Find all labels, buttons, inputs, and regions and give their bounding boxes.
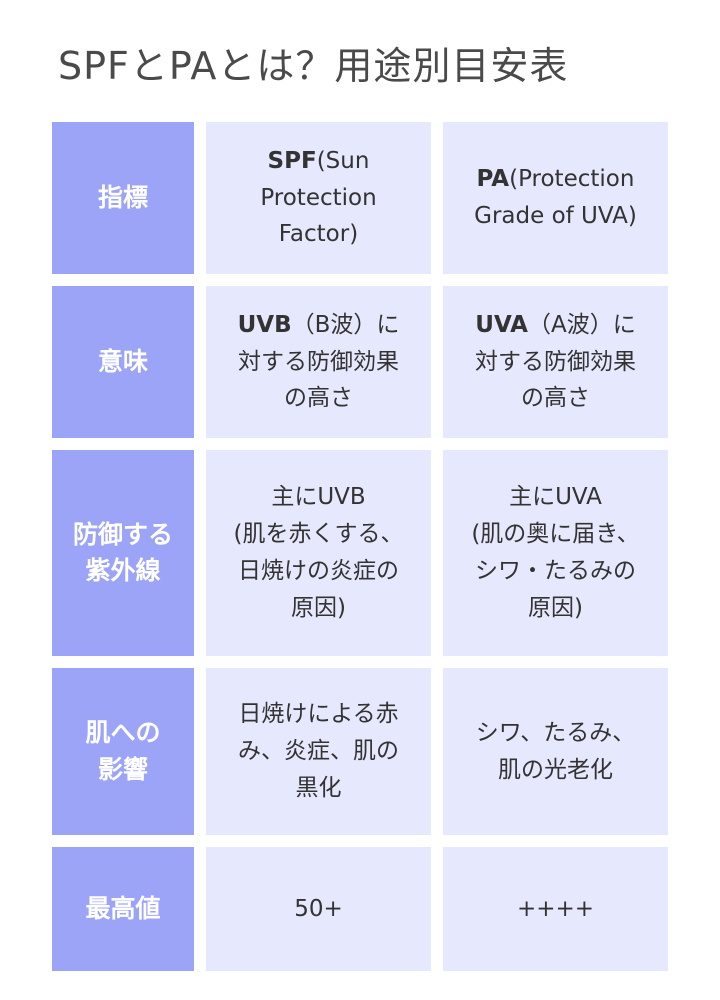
cell-text: 原因) [291, 594, 346, 621]
row-header-meaning: 意味 [52, 286, 194, 438]
row-header-uv-type: 防御する 紫外線 [52, 450, 194, 656]
cell-text: み、炎症、肌の [238, 738, 399, 765]
row-header-index: 指標 [52, 122, 194, 274]
uva-term: UVA [475, 311, 528, 338]
cell-text: Factor) [278, 221, 359, 248]
cell-text: (Sun [316, 147, 370, 174]
cell-text: (Protection [509, 166, 635, 193]
cell-text: の高さ [283, 385, 353, 412]
pa-max-value-cell: ++++ [443, 847, 668, 971]
row-header-skin-effect: 肌への 影響 [52, 668, 194, 835]
spf-skin-effect-cell: 日焼けによる赤 み、炎症、肌の 黒化 [206, 668, 431, 835]
pa-uv-type-cell: 主にUVA (肌の奥に届き、 シワ・たるみの 原因) [443, 450, 668, 656]
cell-text: シワ・たるみの [475, 558, 636, 584]
cell-text: の高さ [521, 385, 590, 412]
cell-text: 対する防御効果 [475, 348, 636, 375]
comparison-table: 指標 SPF(Sun Protection Factor) PA(Protect… [52, 122, 668, 971]
spf-max-value-cell: 50+ [206, 847, 431, 971]
row-header-label: 紫外線 [85, 556, 161, 585]
page-title: SPFとPAとは？用途別目安表 [58, 44, 569, 88]
pa-term: PA [476, 166, 510, 193]
row-header-label: 意味 [97, 346, 148, 376]
row-header-label: 防御する [72, 519, 173, 549]
cell-text: 肌の光老化 [498, 756, 613, 783]
spf-index-cell: SPF(Sun Protection Factor) [206, 122, 431, 274]
cell-text: (肌を赤くする、 [233, 521, 404, 548]
cell-text: 主にUVA [509, 484, 602, 511]
cell-text: 日焼けによる赤 [238, 701, 399, 728]
cell-text: Grade of UVA) [474, 203, 637, 229]
spf-meaning-cell: UVB（B波）に 対する防御効果 の高さ [206, 286, 431, 438]
pa-index-cell: PA(Protection Grade of UVA) [443, 122, 668, 274]
row-header-max-value: 最高値 [52, 847, 194, 971]
cell-text: 50+ [294, 895, 343, 922]
cell-text: （B波）に [291, 311, 400, 338]
spf-term: SPF [267, 147, 317, 174]
cell-text: 対する防御効果 [237, 348, 399, 375]
cell-text: ++++ [516, 895, 595, 922]
cell-text: （A波）に [527, 311, 636, 338]
uvb-term: UVB [237, 311, 292, 338]
cell-text: Protection [260, 184, 377, 211]
cell-text: シワ、たるみ、 [475, 719, 636, 746]
row-header-label: 肌への [85, 718, 161, 748]
cell-text: 主にUVB [271, 484, 366, 511]
row-header-label: 指標 [97, 182, 148, 212]
cell-text: 黒化 [295, 774, 342, 801]
row-header-label: 最高値 [85, 893, 161, 923]
pa-meaning-cell: UVA（A波）に 対する防御効果 の高さ [443, 286, 668, 438]
row-header-label: 影響 [97, 754, 148, 784]
pa-skin-effect-cell: シワ、たるみ、 肌の光老化 [443, 668, 668, 835]
spf-uv-type-cell: 主にUVB (肌を赤くする、 日焼けの炎症の 原因) [206, 450, 431, 656]
cell-text: 日焼けの炎症の [237, 558, 399, 584]
cell-text: (肌の奥に届き、 [471, 521, 640, 548]
cell-text: 原因) [528, 594, 583, 621]
